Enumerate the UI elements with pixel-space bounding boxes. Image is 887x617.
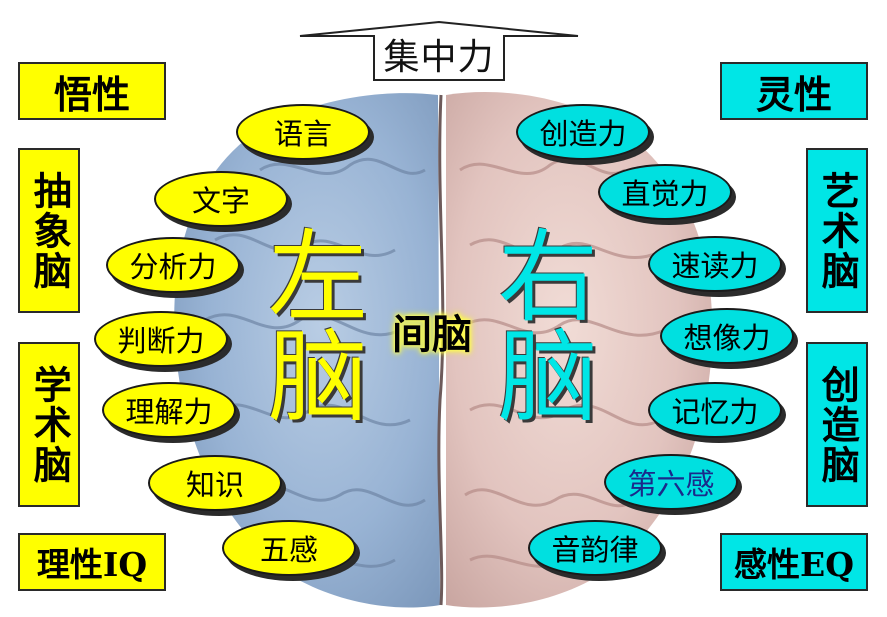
- right-box-art: 艺术脑: [806, 148, 868, 313]
- left-oval-writing: 文字: [154, 171, 288, 227]
- right-oval-rhythm: 音韵律: [528, 520, 662, 576]
- right-oval-speed-reading: 速读力: [648, 236, 782, 292]
- left-oval-comprehension: 理解力: [102, 382, 236, 438]
- right-footer-box: 感性EQ: [720, 533, 868, 591]
- right-oval-intuition: 直觉力: [598, 164, 732, 220]
- left-box-academic: 学术脑: [18, 342, 80, 507]
- longitudinal-fissure: [437, 94, 445, 606]
- right-brain-title: 右脑: [498, 228, 608, 428]
- focus-label: 集中力: [383, 37, 495, 78]
- left-oval-judgment: 判断力: [94, 311, 228, 367]
- right-oval-memory: 记忆力: [648, 382, 782, 438]
- left-oval-knowledge: 知识: [148, 455, 282, 511]
- right-box-creative: 创造脑: [806, 342, 868, 507]
- left-footer-box: 理性IQ: [18, 533, 166, 591]
- right-brain-title-text: 右脑: [498, 219, 598, 436]
- right-heading-box: 灵性: [720, 62, 868, 120]
- right-oval-creativity: 创造力: [516, 104, 650, 160]
- left-brain-title-text: 左脑: [268, 219, 368, 436]
- left-box-abstract: 抽象脑: [18, 148, 80, 313]
- left-oval-language: 语言: [236, 104, 370, 160]
- left-brain-title: 左脑: [268, 228, 378, 428]
- diencephalon-label: 间脑: [392, 312, 472, 358]
- left-oval-five-senses: 五感: [222, 520, 356, 576]
- upward-arrow-frame: [299, 20, 579, 81]
- left-oval-analysis: 分析力: [106, 237, 240, 293]
- left-heading-box: 悟性: [18, 62, 166, 120]
- right-oval-imagination: 想像力: [660, 308, 794, 364]
- right-oval-sixth-sense: 第六感: [604, 454, 738, 510]
